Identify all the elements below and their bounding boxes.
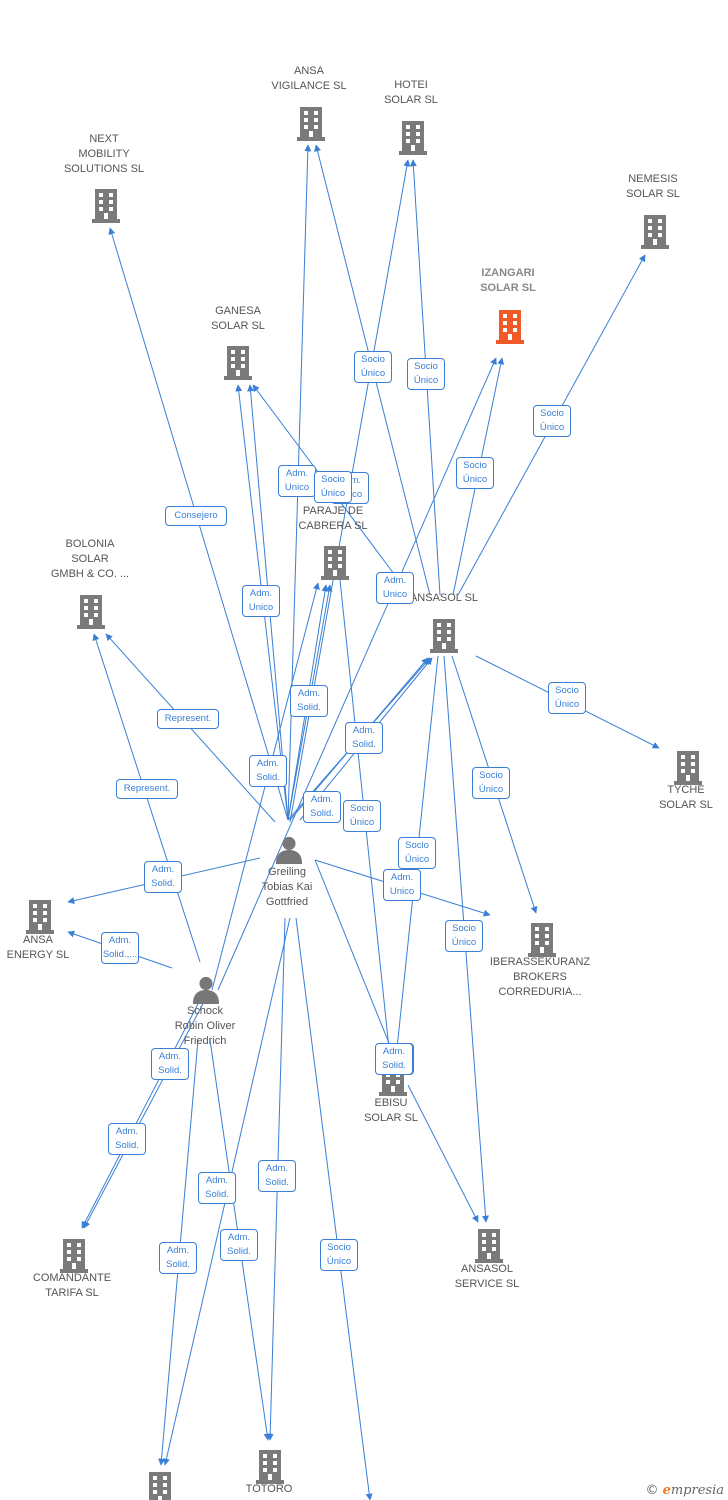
relationship-edge [295,917,373,1500]
company-label-tyche-solar[interactable]: TYCHE SOLAR SL [659,784,713,811]
relation-label: Adm. Unico [242,585,280,617]
relation-label: Adm. Solid. [220,1229,258,1261]
company-label-hotei-solar[interactable]: HOTEI SOLAR SL [384,79,438,106]
company-label-ebisu-solar[interactable]: EBISU SOLAR SL [364,1097,418,1124]
company-label-ansa-energy[interactable]: ANSA ENERGY SL [6,934,70,961]
brand-initial: e [662,1483,671,1498]
building-icon[interactable] [92,189,120,223]
relationship-edge [83,999,206,1229]
building-icon[interactable] [77,595,105,629]
person-label-greiling[interactable]: Greiling Tobias Kai Gottfried [261,866,313,908]
relation-label: Adm. Solid. [108,1123,146,1155]
relationship-edge [314,859,396,1059]
relation-label: Represent. [116,779,178,799]
building-icon[interactable] [674,751,702,785]
relationship-edge [217,357,497,991]
person-label-schock[interactable]: Schock Robin Oliver Friedrich [174,1005,236,1047]
relation-label: Adm. Solid. [303,791,341,823]
building-icon[interactable] [475,1229,503,1263]
relation-label: Adm. Solid. [144,861,182,893]
relation-label: Socio Único [354,351,392,383]
company-label-nemesis-solar[interactable]: NEMESIS SOLAR SL [626,173,680,200]
relation-label: Socio Único [407,358,445,390]
building-icon[interactable] [641,215,669,249]
company-label-comandante-tarifa[interactable]: COMANDANTE TARIFA SL [32,1272,112,1299]
building-icon[interactable] [399,121,427,155]
relationship-edge [81,999,201,1229]
company-label-next-mobility[interactable]: NEXT MOBILITY SOLUTIONS SL [63,133,145,175]
company-label-bolonia-solar[interactable]: BOLONIA SOLAR GMBH & CO. ... [50,538,130,580]
relation-label: Socio Único [320,1239,358,1271]
relation-label: Adm. Solid. [159,1242,197,1274]
company-label-ansasol[interactable]: ANSASOL SL [409,592,479,604]
brand-name: mpresia [670,1483,724,1498]
company-label-ganesa-solar[interactable]: GANESA SOLAR SL [211,305,265,332]
relationship-edge [407,1084,479,1223]
company-label-iberassekuranz[interactable]: IBERASSEKURANZ BROKERS CORREDURIA... [489,956,591,998]
relation-label: Socio Único [548,682,586,714]
building-icon[interactable] [528,923,556,957]
relation-label: Socio Único [398,837,436,869]
copyright-symbol: © [645,1483,659,1498]
relation-label: Represent. [157,709,219,729]
relation-label: Adm. Solid. [258,1160,296,1192]
company-label-ansa-vigilance[interactable]: ANSA VIGILANCE SL [271,65,347,92]
building-icon[interactable] [224,346,252,380]
relation-label: Consejero [165,506,227,526]
relation-label: Adm. Solid. [249,755,287,787]
relation-label: Socio Único [314,471,352,503]
relation-label: Adm. Solid. [345,722,383,754]
relation-label: Socio Único [533,405,571,437]
relation-label: Adm. Solid. [151,1048,189,1080]
relation-label: Adm. Unico [278,465,316,497]
relation-label: Adm. Unico [383,869,421,901]
relation-label: Socio Único [472,767,510,799]
company-label-izangari-solar[interactable]: IZANGARI SOLAR SL [480,267,536,294]
relation-label: Adm. Solid.,... [101,932,139,964]
relation-label: Adm. Unico [376,572,414,604]
company-label-paraje-cabrera[interactable]: PARAJE DE CABRERA SL [298,505,368,532]
building-icon[interactable] [321,546,349,580]
brand-watermark: © empresia [645,1483,724,1498]
building-icon[interactable] [496,310,524,344]
relation-label: Socio Único [445,920,483,952]
relation-label: Adm. Solid. [375,1043,413,1075]
building-icon[interactable] [26,900,54,934]
building-icon[interactable] [60,1239,88,1273]
person-icon[interactable] [192,976,220,1004]
building-icon[interactable] [430,619,458,653]
building-icon[interactable] [297,107,325,141]
company-label-totoro[interactable]: TOTORO [245,1483,293,1495]
relation-label: Socio Único [456,457,494,489]
company-label-ansasol-service[interactable]: ANSASOL SERVICE SL [454,1263,520,1290]
relation-label: Adm. Solid. [198,1172,236,1204]
building-icon[interactable] [146,1472,174,1500]
building-icon[interactable] [256,1450,284,1484]
relation-label: Socio Único [343,800,381,832]
relation-label: Adm. Solid. [290,685,328,717]
